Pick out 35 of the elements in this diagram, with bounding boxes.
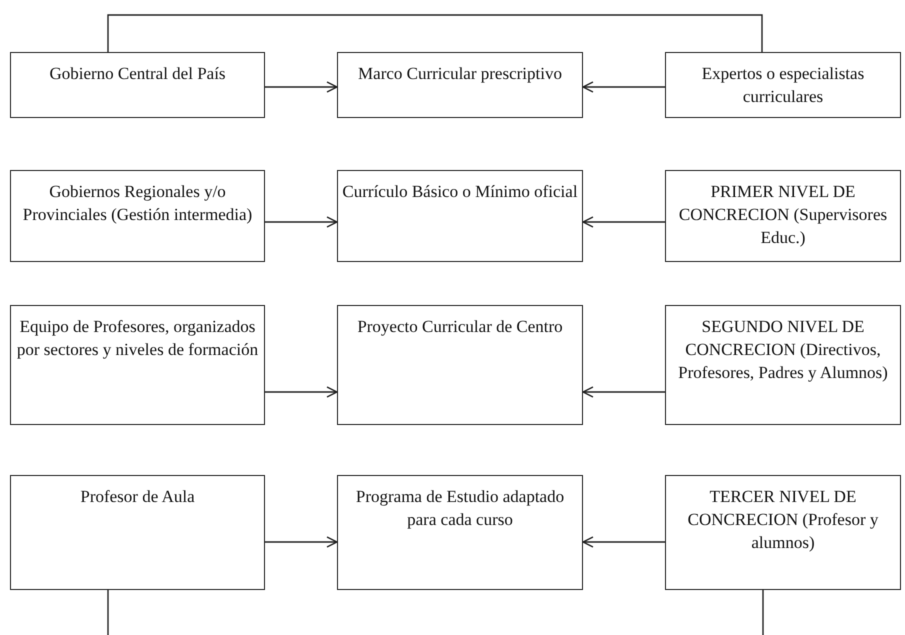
text-box: [665, 170, 901, 262]
connector-line: [762, 590, 764, 635]
text-box: [10, 305, 265, 425]
text-box: [665, 475, 901, 590]
text-box: [337, 52, 583, 118]
box-text: Marco Curricular prescriptivo: [358, 63, 562, 85]
text-box: [665, 52, 901, 118]
box-text: Equipo de Profesores, organizados por sectores y niveles de formación: [16, 316, 260, 361]
arrow: [582, 216, 665, 228]
arrow: [265, 81, 338, 93]
arrow: [265, 386, 338, 398]
text-box: [10, 170, 265, 262]
text-box: [10, 52, 265, 118]
arrow: [582, 536, 665, 548]
box-text: PRIMER NIVEL DE CONCRECION (Supervisores Educ.): [678, 181, 888, 249]
box-text: Programa de Estudio adaptado para cada curso: [354, 486, 566, 531]
text-box: [337, 170, 583, 262]
arrow: [582, 386, 665, 398]
box-text: Gobiernos Regionales y/o Provinciales (Gestión intermedia): [22, 181, 254, 226]
arrow: [582, 81, 665, 93]
text-box: [665, 305, 901, 425]
text-box: [337, 475, 583, 590]
text-box: [10, 475, 265, 590]
box-text: Gobierno Central del País: [49, 63, 226, 85]
box-text: Profesor de Aula: [80, 486, 195, 508]
arrow: [265, 536, 338, 548]
box-text: SEGUNDO NIVEL DE CONCRECION (Directivos, Profesores, Padres y Alumnos): [677, 316, 889, 384]
box-text: TERCER NIVEL DE CONCRECION (Profesor y alumnos): [686, 486, 880, 554]
box-text: Currículo Básico o Mínimo oficial: [342, 181, 578, 203]
arrow: [265, 216, 338, 228]
connector-line: [107, 590, 109, 635]
box-text: Proyecto Curricular de Centro: [357, 316, 563, 338]
connector-line: [107, 14, 763, 52]
text-box: [337, 305, 583, 425]
box-text: Expertos o especialistas curriculares: [700, 63, 866, 108]
